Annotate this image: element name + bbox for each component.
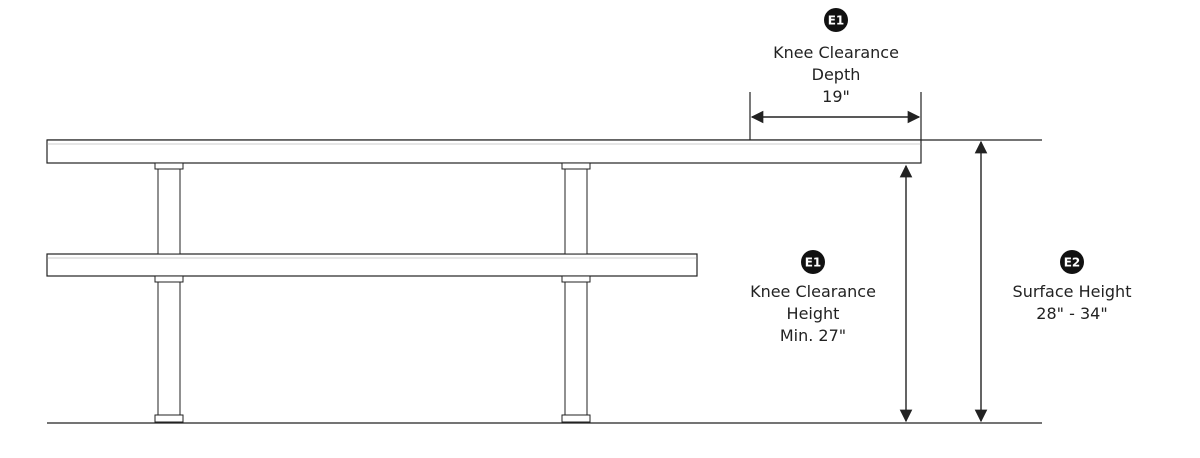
knee-height-title-1: Knee Clearance	[750, 282, 876, 301]
knee-depth-value: 19"	[822, 87, 850, 106]
badge-e2-text: E2	[1064, 256, 1081, 270]
right-leg	[561, 162, 591, 423]
badge-e1-height	[801, 250, 825, 274]
table-top	[46, 139, 922, 164]
badge-e2	[1060, 250, 1084, 274]
badge-e1-depth	[824, 8, 848, 32]
knee-depth-dimension	[749, 92, 922, 140]
knee-depth-title-2: Depth	[812, 65, 861, 84]
surface-height-value: 28" - 34"	[1036, 304, 1107, 323]
surface-height-title: Surface Height	[1013, 282, 1132, 301]
left-leg	[154, 162, 184, 423]
lower-shelf	[46, 253, 698, 277]
knee-height-title-2: Height	[787, 304, 840, 323]
knee-depth-title-1: Knee Clearance	[773, 43, 899, 62]
badge-e1-height-text: E1	[805, 256, 822, 270]
badge-e1-depth-text: E1	[828, 14, 845, 28]
knee-height-label: E1 Knee Clearance Height Min. 27"	[750, 250, 876, 345]
knee-height-value: Min. 27"	[780, 326, 846, 345]
surface-height-label: E2 Surface Height 28" - 34"	[1013, 250, 1132, 323]
knee-depth-label: E1 Knee Clearance Depth 19"	[773, 8, 899, 106]
